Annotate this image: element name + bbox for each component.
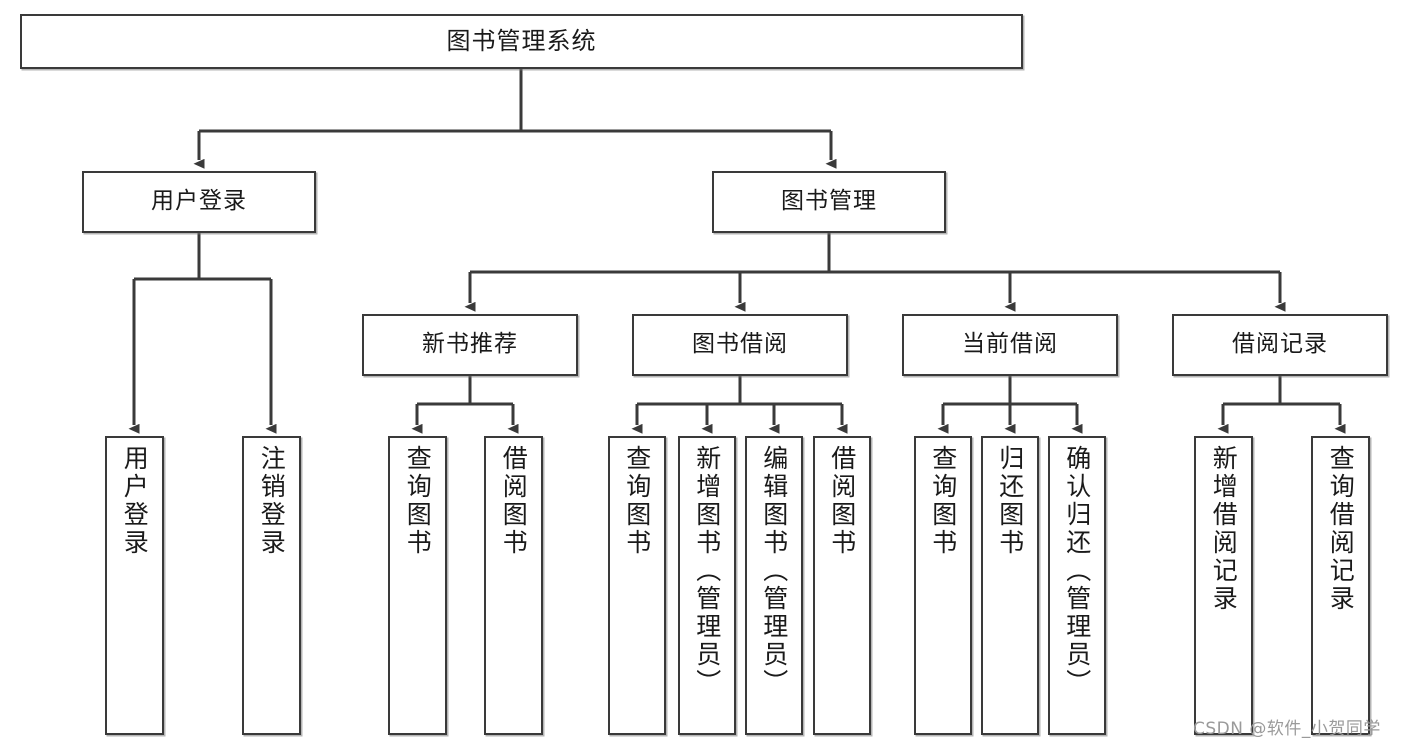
node-current-borrow-label: 当前借阅 bbox=[962, 331, 1058, 358]
node-leaf-add-borrow-record[interactable]: 新增借阅记录 bbox=[1194, 436, 1253, 735]
node-leaf-query-book-current-label: 查询图书 bbox=[928, 445, 958, 557]
node-book-manage[interactable]: 图书管理 bbox=[712, 171, 946, 233]
node-leaf-query-book-current[interactable]: 查询图书 bbox=[914, 436, 972, 735]
node-book-manage-label: 图书管理 bbox=[781, 188, 877, 215]
node-current-borrow[interactable]: 当前借阅 bbox=[902, 314, 1118, 376]
node-leaf-confirm-return-admin-label: 确认归还（管理员） bbox=[1062, 445, 1092, 697]
node-leaf-query-book-borrow-label: 查询图书 bbox=[622, 445, 652, 557]
node-leaf-add-book-admin[interactable]: 新增图书（管理员） bbox=[678, 436, 736, 735]
node-leaf-borrow-book-recommend[interactable]: 借阅图书 bbox=[484, 436, 543, 735]
node-leaf-query-borrow-record-label: 查询借阅记录 bbox=[1326, 445, 1356, 613]
node-leaf-query-book-recommend[interactable]: 查询图书 bbox=[388, 436, 447, 735]
node-new-book-recommend[interactable]: 新书推荐 bbox=[362, 314, 578, 376]
watermark-text: CSDN @软件_小贺同学 bbox=[1193, 719, 1381, 739]
node-leaf-edit-book-admin[interactable]: 编辑图书（管理员） bbox=[745, 436, 803, 735]
node-leaf-borrow-book-recommend-label: 借阅图书 bbox=[499, 445, 529, 557]
node-root-label: 图书管理系统 bbox=[446, 27, 597, 56]
node-user-login[interactable]: 用户登录 bbox=[82, 171, 316, 233]
node-borrow-record-label: 借阅记录 bbox=[1232, 331, 1328, 358]
node-leaf-borrow-book[interactable]: 借阅图书 bbox=[813, 436, 871, 735]
node-leaf-query-book-borrow[interactable]: 查询图书 bbox=[608, 436, 666, 735]
node-leaf-return-book[interactable]: 归还图书 bbox=[981, 436, 1039, 735]
node-leaf-borrow-book-label: 借阅图书 bbox=[827, 445, 857, 557]
node-new-book-recommend-label: 新书推荐 bbox=[422, 331, 518, 358]
node-leaf-edit-book-admin-label: 编辑图书（管理员） bbox=[759, 445, 789, 697]
node-leaf-user-logout-label: 注销登录 bbox=[257, 445, 287, 557]
node-leaf-add-borrow-record-label: 新增借阅记录 bbox=[1209, 445, 1239, 613]
node-leaf-user-logout[interactable]: 注销登录 bbox=[242, 436, 301, 735]
node-user-login-label: 用户登录 bbox=[151, 188, 247, 215]
node-leaf-return-book-label: 归还图书 bbox=[995, 445, 1025, 557]
node-leaf-confirm-return-admin[interactable]: 确认归还（管理员） bbox=[1048, 436, 1106, 735]
node-leaf-user-login[interactable]: 用户登录 bbox=[105, 436, 164, 735]
node-book-borrow[interactable]: 图书借阅 bbox=[632, 314, 848, 376]
node-book-borrow-label: 图书借阅 bbox=[692, 331, 788, 358]
node-leaf-query-borrow-record[interactable]: 查询借阅记录 bbox=[1311, 436, 1370, 735]
node-leaf-query-book-recommend-label: 查询图书 bbox=[403, 445, 433, 557]
node-leaf-add-book-admin-label: 新增图书（管理员） bbox=[692, 445, 722, 697]
node-leaf-user-login-label: 用户登录 bbox=[120, 445, 150, 557]
node-borrow-record[interactable]: 借阅记录 bbox=[1172, 314, 1388, 376]
node-root[interactable]: 图书管理系统 bbox=[20, 14, 1023, 69]
